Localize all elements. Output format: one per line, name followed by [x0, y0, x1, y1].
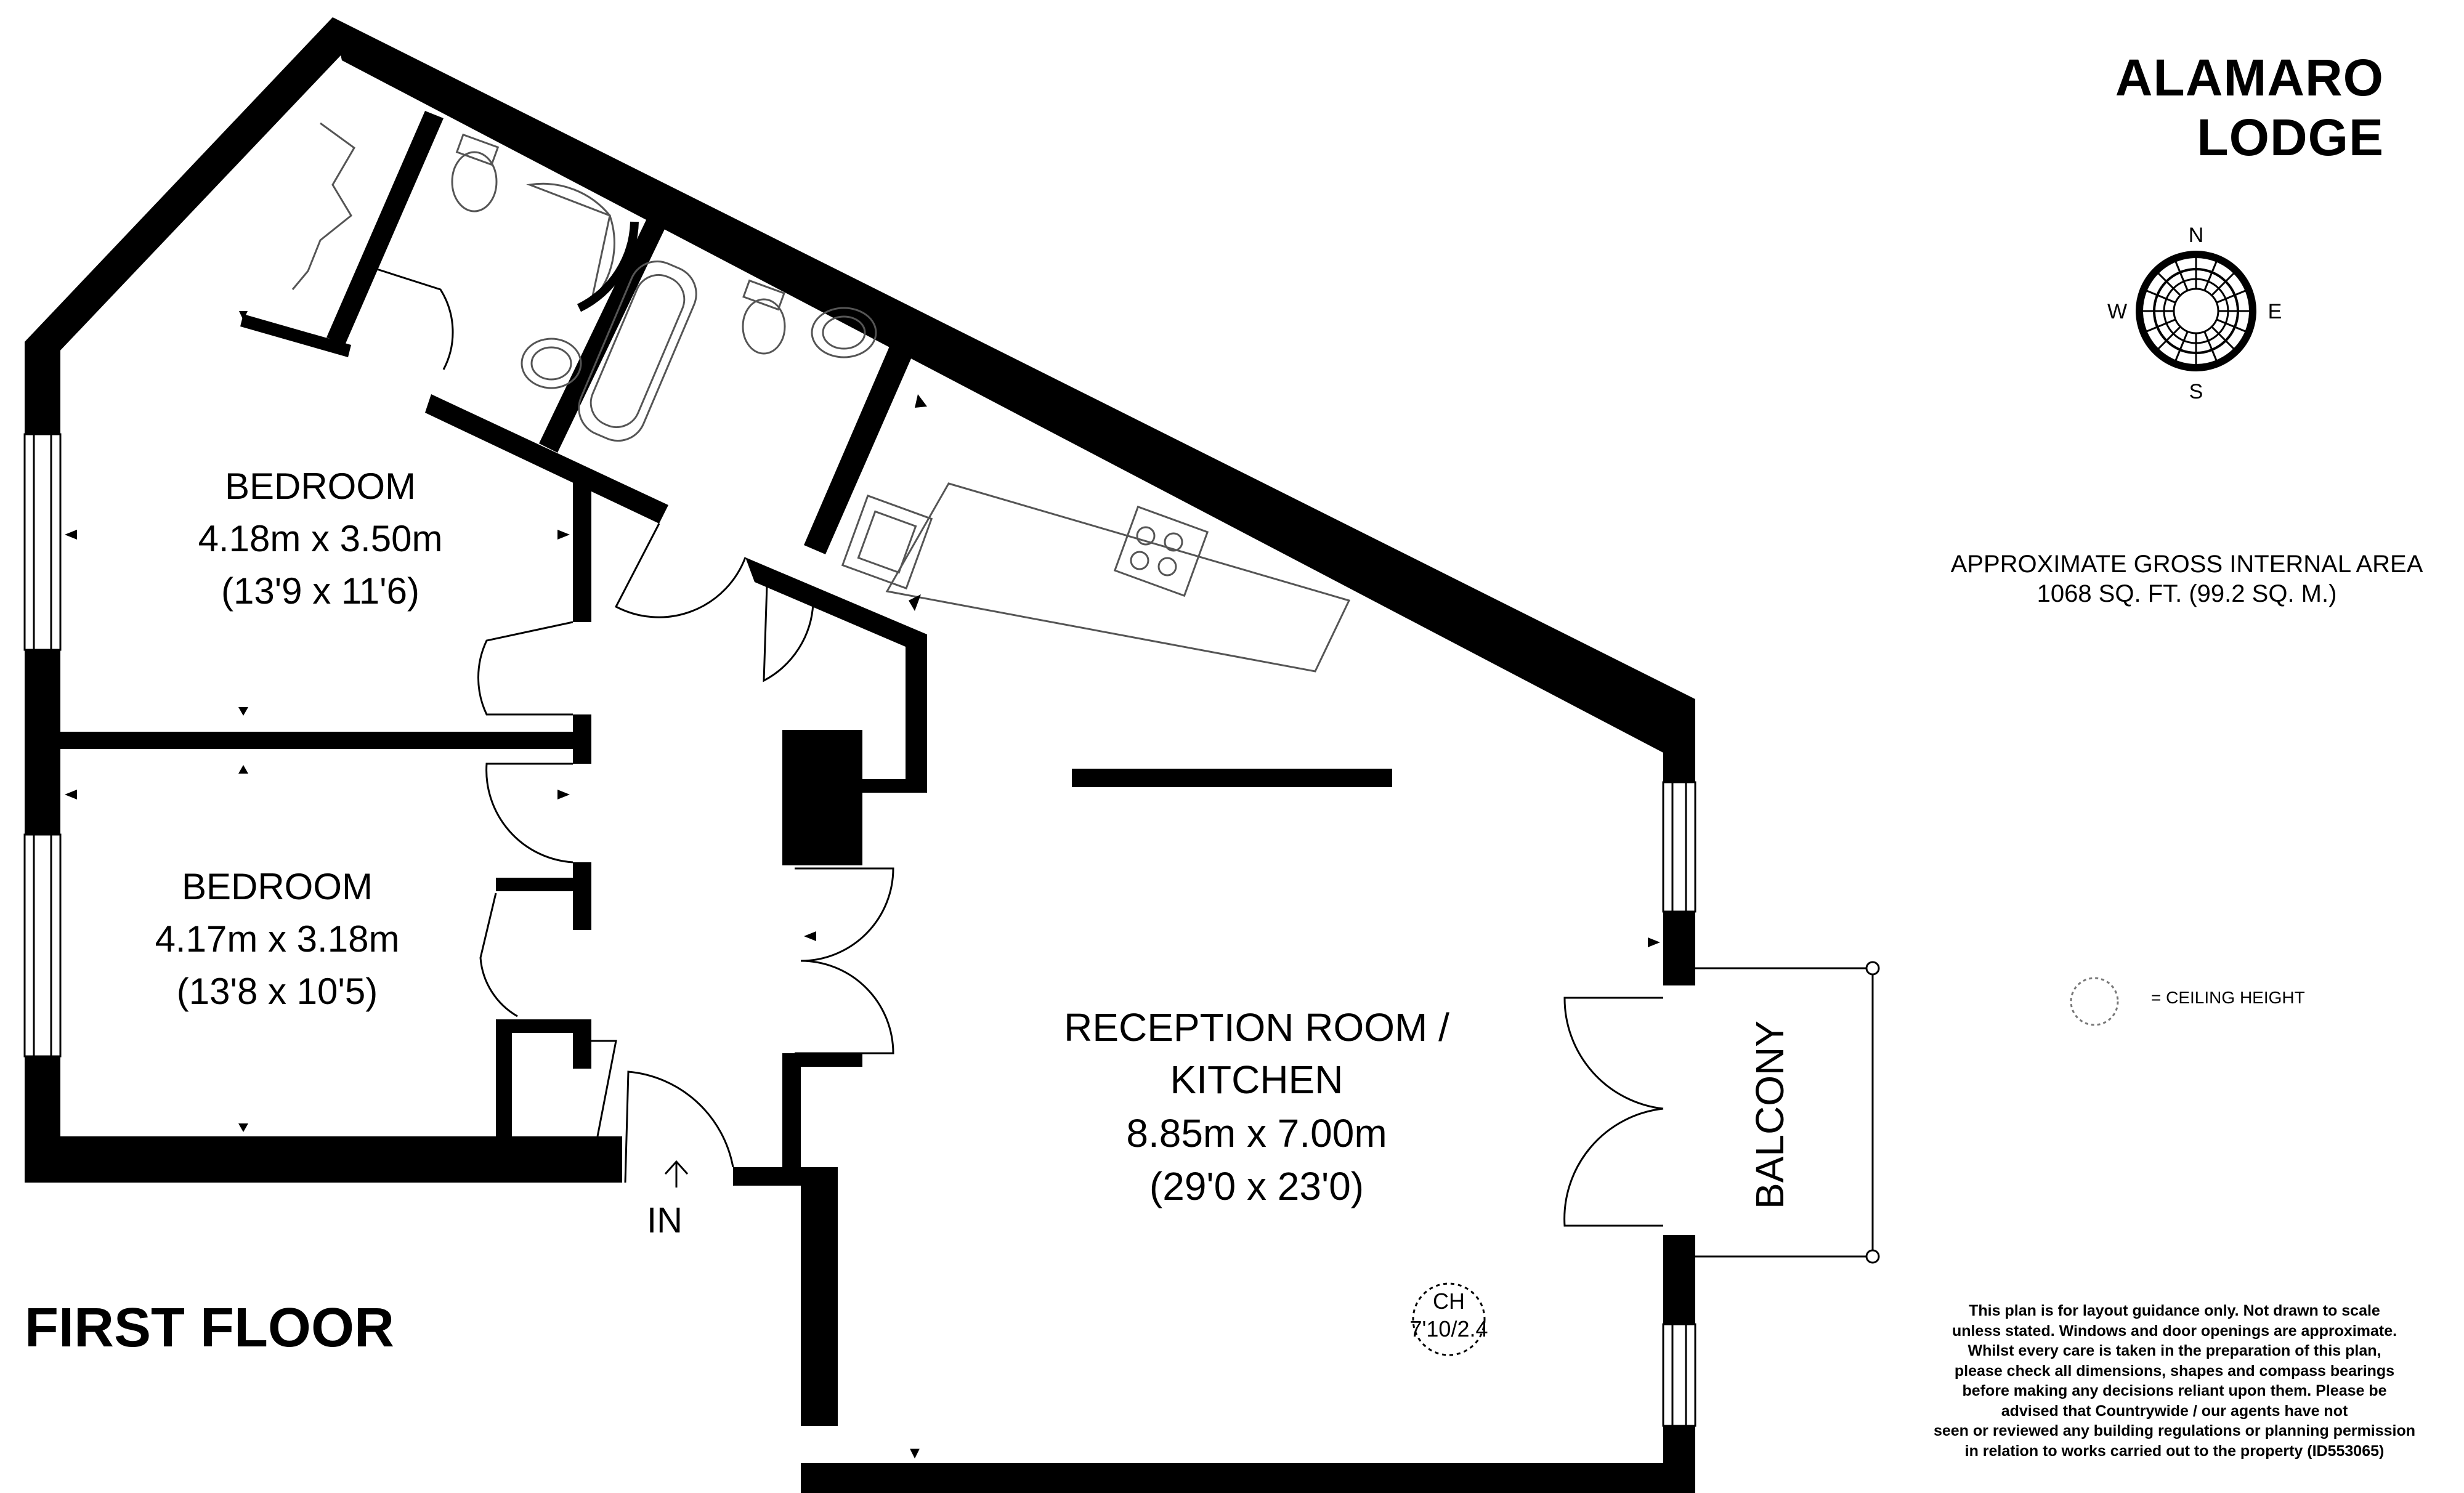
exterior-walls [25, 17, 1695, 1493]
bedroom1-metric: 4.18m x 3.50m [198, 518, 443, 559]
wall-cupboard-base [862, 779, 927, 793]
wall-ensuite-bath-divider [539, 219, 665, 453]
door-bedroom-2 [485, 763, 573, 864]
window-reception-upper [1662, 781, 1696, 913]
disclaimer-line: please check all dimensions, shapes and … [1954, 1362, 2395, 1380]
interior-walls [60, 111, 1392, 1176]
wardrobe-doors [291, 122, 355, 290]
door-cupboard-2 [591, 1040, 617, 1137]
wall-east-mid [1663, 1235, 1695, 1324]
kitchen-counter [885, 482, 1351, 673]
kitchen-sink [841, 494, 933, 590]
wall-bedroom-divider [60, 732, 591, 749]
balcony-railing [1695, 967, 1874, 1258]
door-cupboard-hall [763, 585, 814, 682]
door-bathroom [614, 523, 747, 618]
disclaimer: This plan is for layout guidance only. N… [1873, 1301, 2464, 1461]
wall-reception-column [782, 795, 862, 865]
doors [363, 264, 2119, 1356]
wall-reception-west-lower [801, 1167, 838, 1426]
disclaimer-line: This plan is for layout guidance only. N… [1969, 1302, 2380, 1319]
wall-reception-west-stub [782, 1053, 801, 1176]
door-balcony-double [1563, 997, 1664, 1227]
windows [23, 433, 1696, 1427]
wall-wardrobe-stub [240, 314, 351, 357]
kitchen-hob [1113, 505, 1209, 597]
compass-w: W [2107, 300, 2127, 323]
bedroom1-name: BEDROOM [225, 466, 416, 507]
bedroom1-imperial: (13'9 x 11'6) [221, 570, 419, 612]
ceiling-height-value: 7'10/2.4 [1410, 1316, 1488, 1341]
area-line-1: APPROXIMATE GROSS INTERNAL AREA [1950, 551, 2423, 578]
wall-west-mid [25, 650, 60, 835]
bathtub [578, 260, 697, 442]
wall-west-top [25, 342, 60, 434]
reception-name-1: RECEPTION ROOM / [1064, 1005, 1449, 1050]
reception-name-2: KITCHEN [1170, 1058, 1343, 1102]
compass-e: E [2268, 300, 2282, 323]
legend-ceiling-circle [2070, 977, 2119, 1026]
wall-bath-kitchen-divider [804, 345, 912, 554]
window-reception-lower [1662, 1323, 1696, 1427]
ceiling-height-label: CH [1433, 1289, 1465, 1314]
property-title: ALAMARO LODGE [2115, 49, 2384, 166]
wall-east-bottom [1663, 1426, 1695, 1493]
wall-south-bedroom [25, 1136, 622, 1183]
wall-bedroom2-cupboard-mid [496, 1019, 591, 1033]
door-entrance [624, 1070, 734, 1183]
toilet-ensuite [451, 151, 498, 212]
entrance-label: IN [647, 1200, 683, 1240]
gross-internal-area: APPROXIMATE GROSS INTERNAL AREA 1068 SQ.… [1879, 549, 2464, 609]
window-bedroom-2 [23, 833, 62, 1058]
bedroom2-name: BEDROOM [182, 866, 373, 907]
disclaimer-line: advised that Countrywide / our agents ha… [2001, 1402, 2348, 1420]
wall-bedroom2-east-top [573, 862, 591, 930]
compass-icon: N S E W [2107, 224, 2282, 403]
area-line-2: 1068 SQ. FT. (99.2 SQ. M.) [2036, 580, 2337, 607]
wall-east-top [1663, 912, 1695, 985]
fixtures [291, 122, 1351, 673]
compass-n: N [2189, 224, 2204, 247]
bedroom2-metric: 4.17m x 3.18m [155, 918, 400, 960]
ceiling-height-marker [1412, 1282, 1486, 1356]
reception-imperial: (29'0 x 23'0) [1149, 1164, 1364, 1208]
disclaimer-line: unless stated. Windows and door openings… [1951, 1322, 2397, 1340]
basin-bathroom [811, 307, 877, 358]
window-bedroom-1 [23, 433, 62, 651]
room-labels: BEDROOM 4.18m x 3.50m (13'9 x 11'6) BEDR… [155, 466, 1792, 1341]
door-reception-double [795, 867, 894, 1054]
reception-metric: 8.85m x 7.00m [1126, 1111, 1387, 1155]
wall-top-diagonal [333, 17, 1695, 782]
disclaimer-line: before making any decisions reliant upon… [1962, 1382, 2387, 1399]
disclaimer-line: Whilst every care is taken in the prepar… [1968, 1342, 2381, 1359]
bedroom2-imperial: (13'8 x 10'5) [177, 971, 378, 1012]
wall-bedroom1-east [573, 480, 591, 622]
wall-nw-diagonal [25, 17, 342, 352]
wall-bedroom2-east-low [573, 1019, 591, 1069]
basin-ensuite [521, 338, 582, 389]
wall-bedroom2-cupboard-top [496, 878, 591, 891]
entrance-arrow-icon [664, 1160, 689, 1188]
balcony-name: BALCONY [1748, 1021, 1792, 1209]
compass-s: S [2189, 380, 2203, 403]
breakfast-bar [1072, 769, 1392, 787]
wall-wardrobe-diagonal [326, 111, 444, 345]
toilet-bathroom [742, 298, 786, 355]
disclaimer-line: in relation to works carried out to the … [1964, 1442, 2385, 1460]
floor-title: FIRST FLOOR [25, 1297, 394, 1359]
legend-ceiling-height-text: = CEILING HEIGHT [2151, 988, 2305, 1007]
door-bedroom-1 [477, 621, 573, 716]
door-cupboard-bedroom2 [479, 892, 518, 1018]
disclaimer-line: seen or reviewed any building regulation… [1933, 1422, 2416, 1439]
wall-reception-west-mid [782, 1053, 862, 1067]
shower-tray [526, 182, 615, 305]
wall-bedroom2-cupboard-left [496, 1019, 512, 1136]
wall-south-reception [801, 1463, 1694, 1493]
dimension-markers [65, 311, 1660, 1459]
door-ensuite [363, 264, 454, 370]
wall-ensuite-south [425, 394, 668, 524]
wall-cupboard-hall [745, 557, 927, 791]
